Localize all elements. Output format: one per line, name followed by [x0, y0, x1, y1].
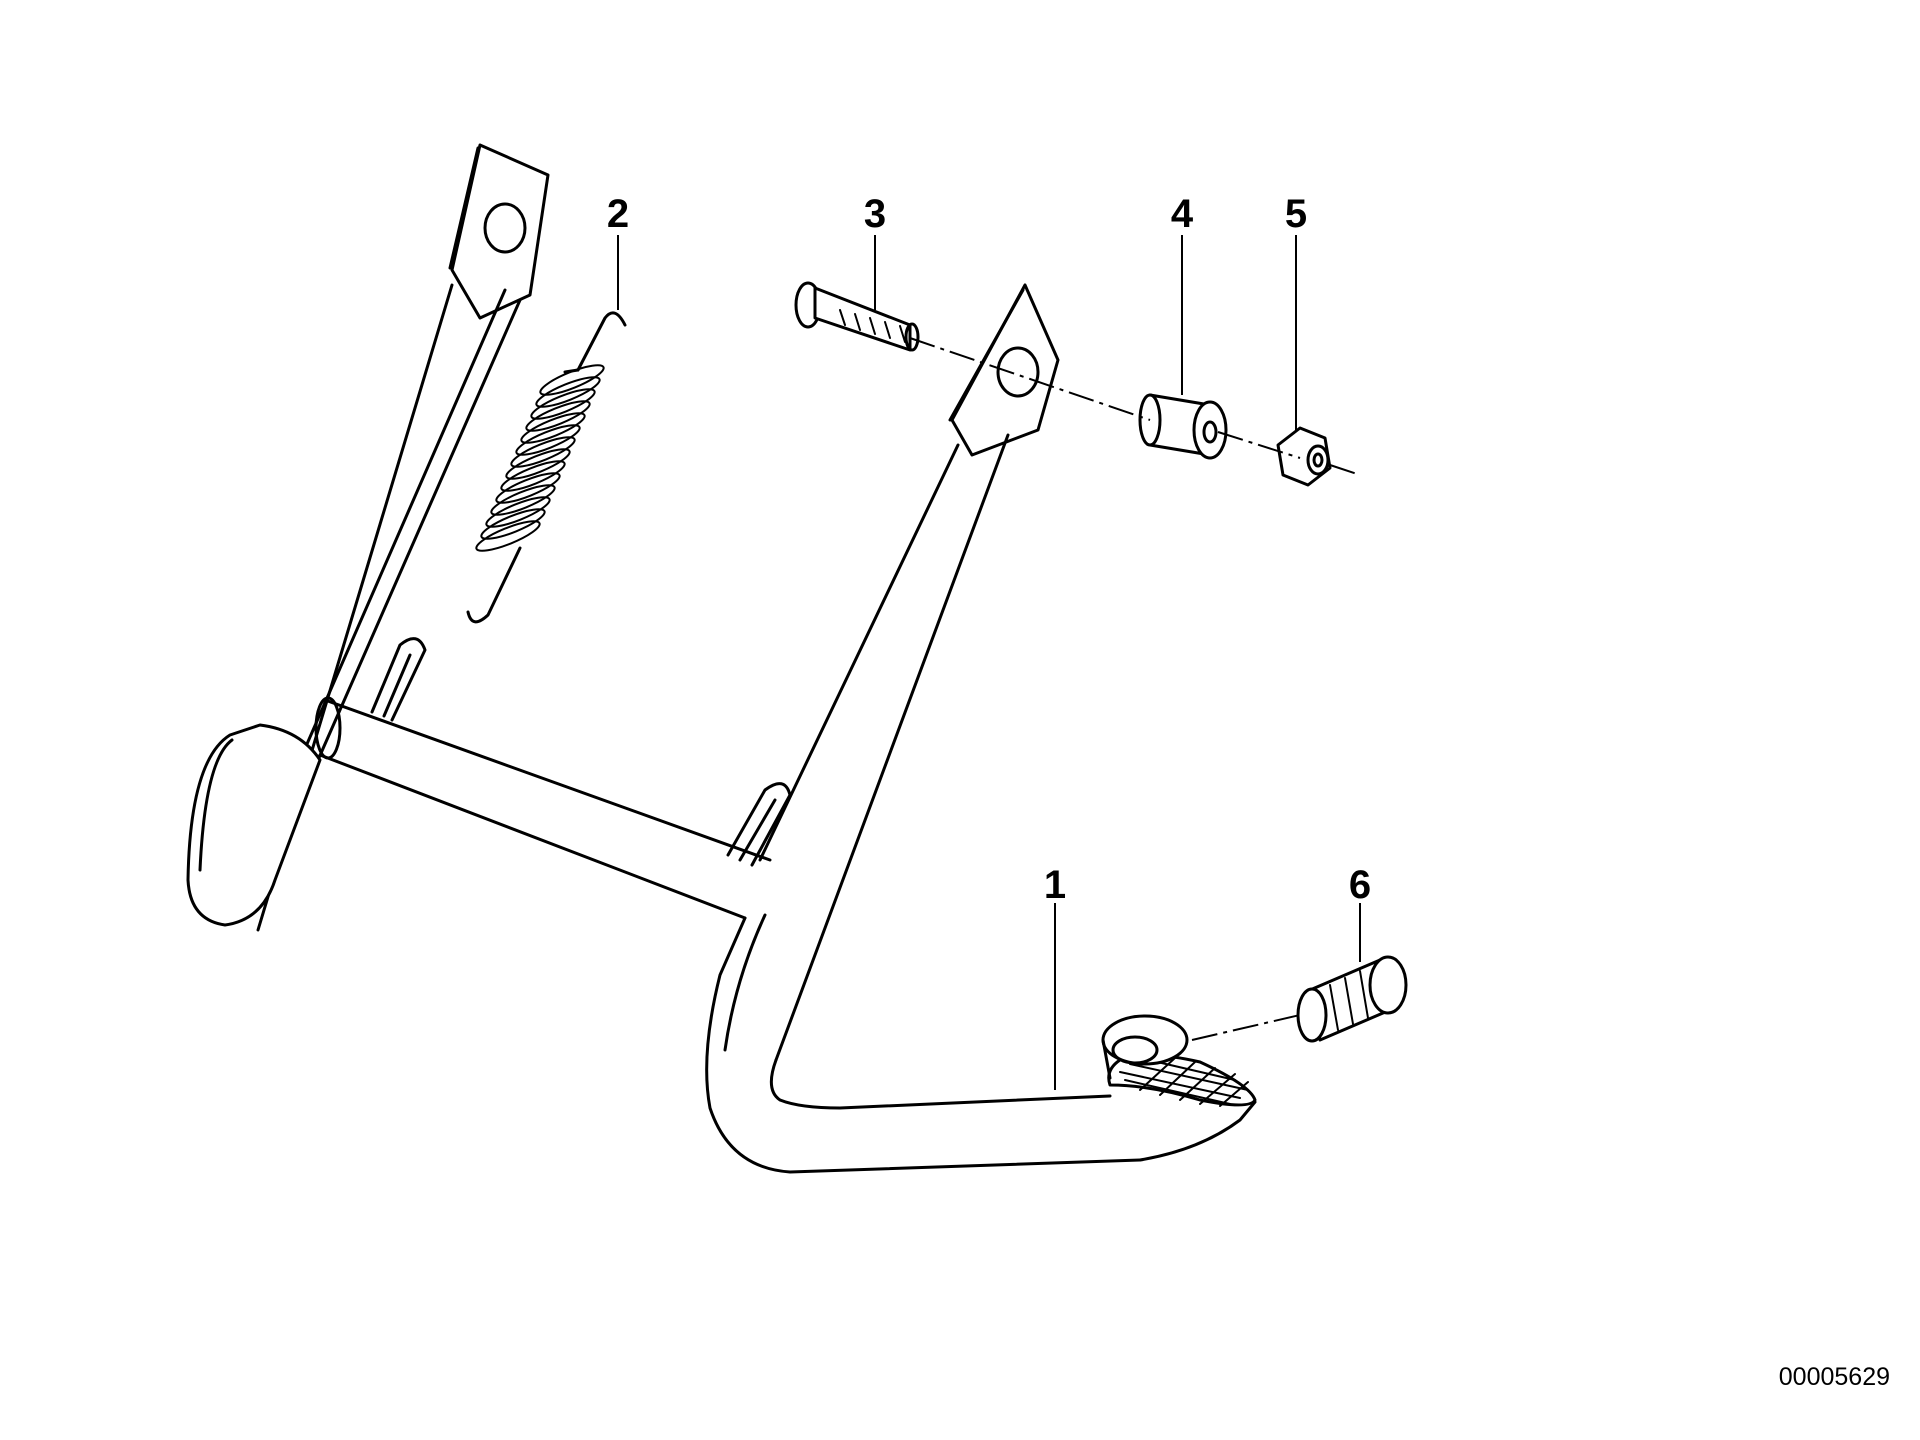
- callout-3: 3: [864, 192, 886, 236]
- callout-5: 5: [1285, 192, 1307, 236]
- bushing-drawing: [1138, 393, 1228, 460]
- callout-4: 4: [1171, 192, 1194, 236]
- leader-lines: [617, 235, 1361, 1090]
- hex-nut-drawing: [1276, 426, 1332, 487]
- assembly-axis-lines: [909, 337, 1361, 1041]
- center-stand-drawing: [186, 143, 1257, 1174]
- rubber-buffer-drawing: [1296, 955, 1408, 1043]
- diagram-id: 00005629: [1779, 1363, 1890, 1391]
- tension-spring-drawing: [466, 311, 627, 624]
- callout-1: 1: [1044, 863, 1066, 907]
- callout-6: 6: [1349, 863, 1371, 907]
- callout-2: 2: [607, 192, 629, 236]
- pivot-bolt-drawing: [794, 281, 920, 352]
